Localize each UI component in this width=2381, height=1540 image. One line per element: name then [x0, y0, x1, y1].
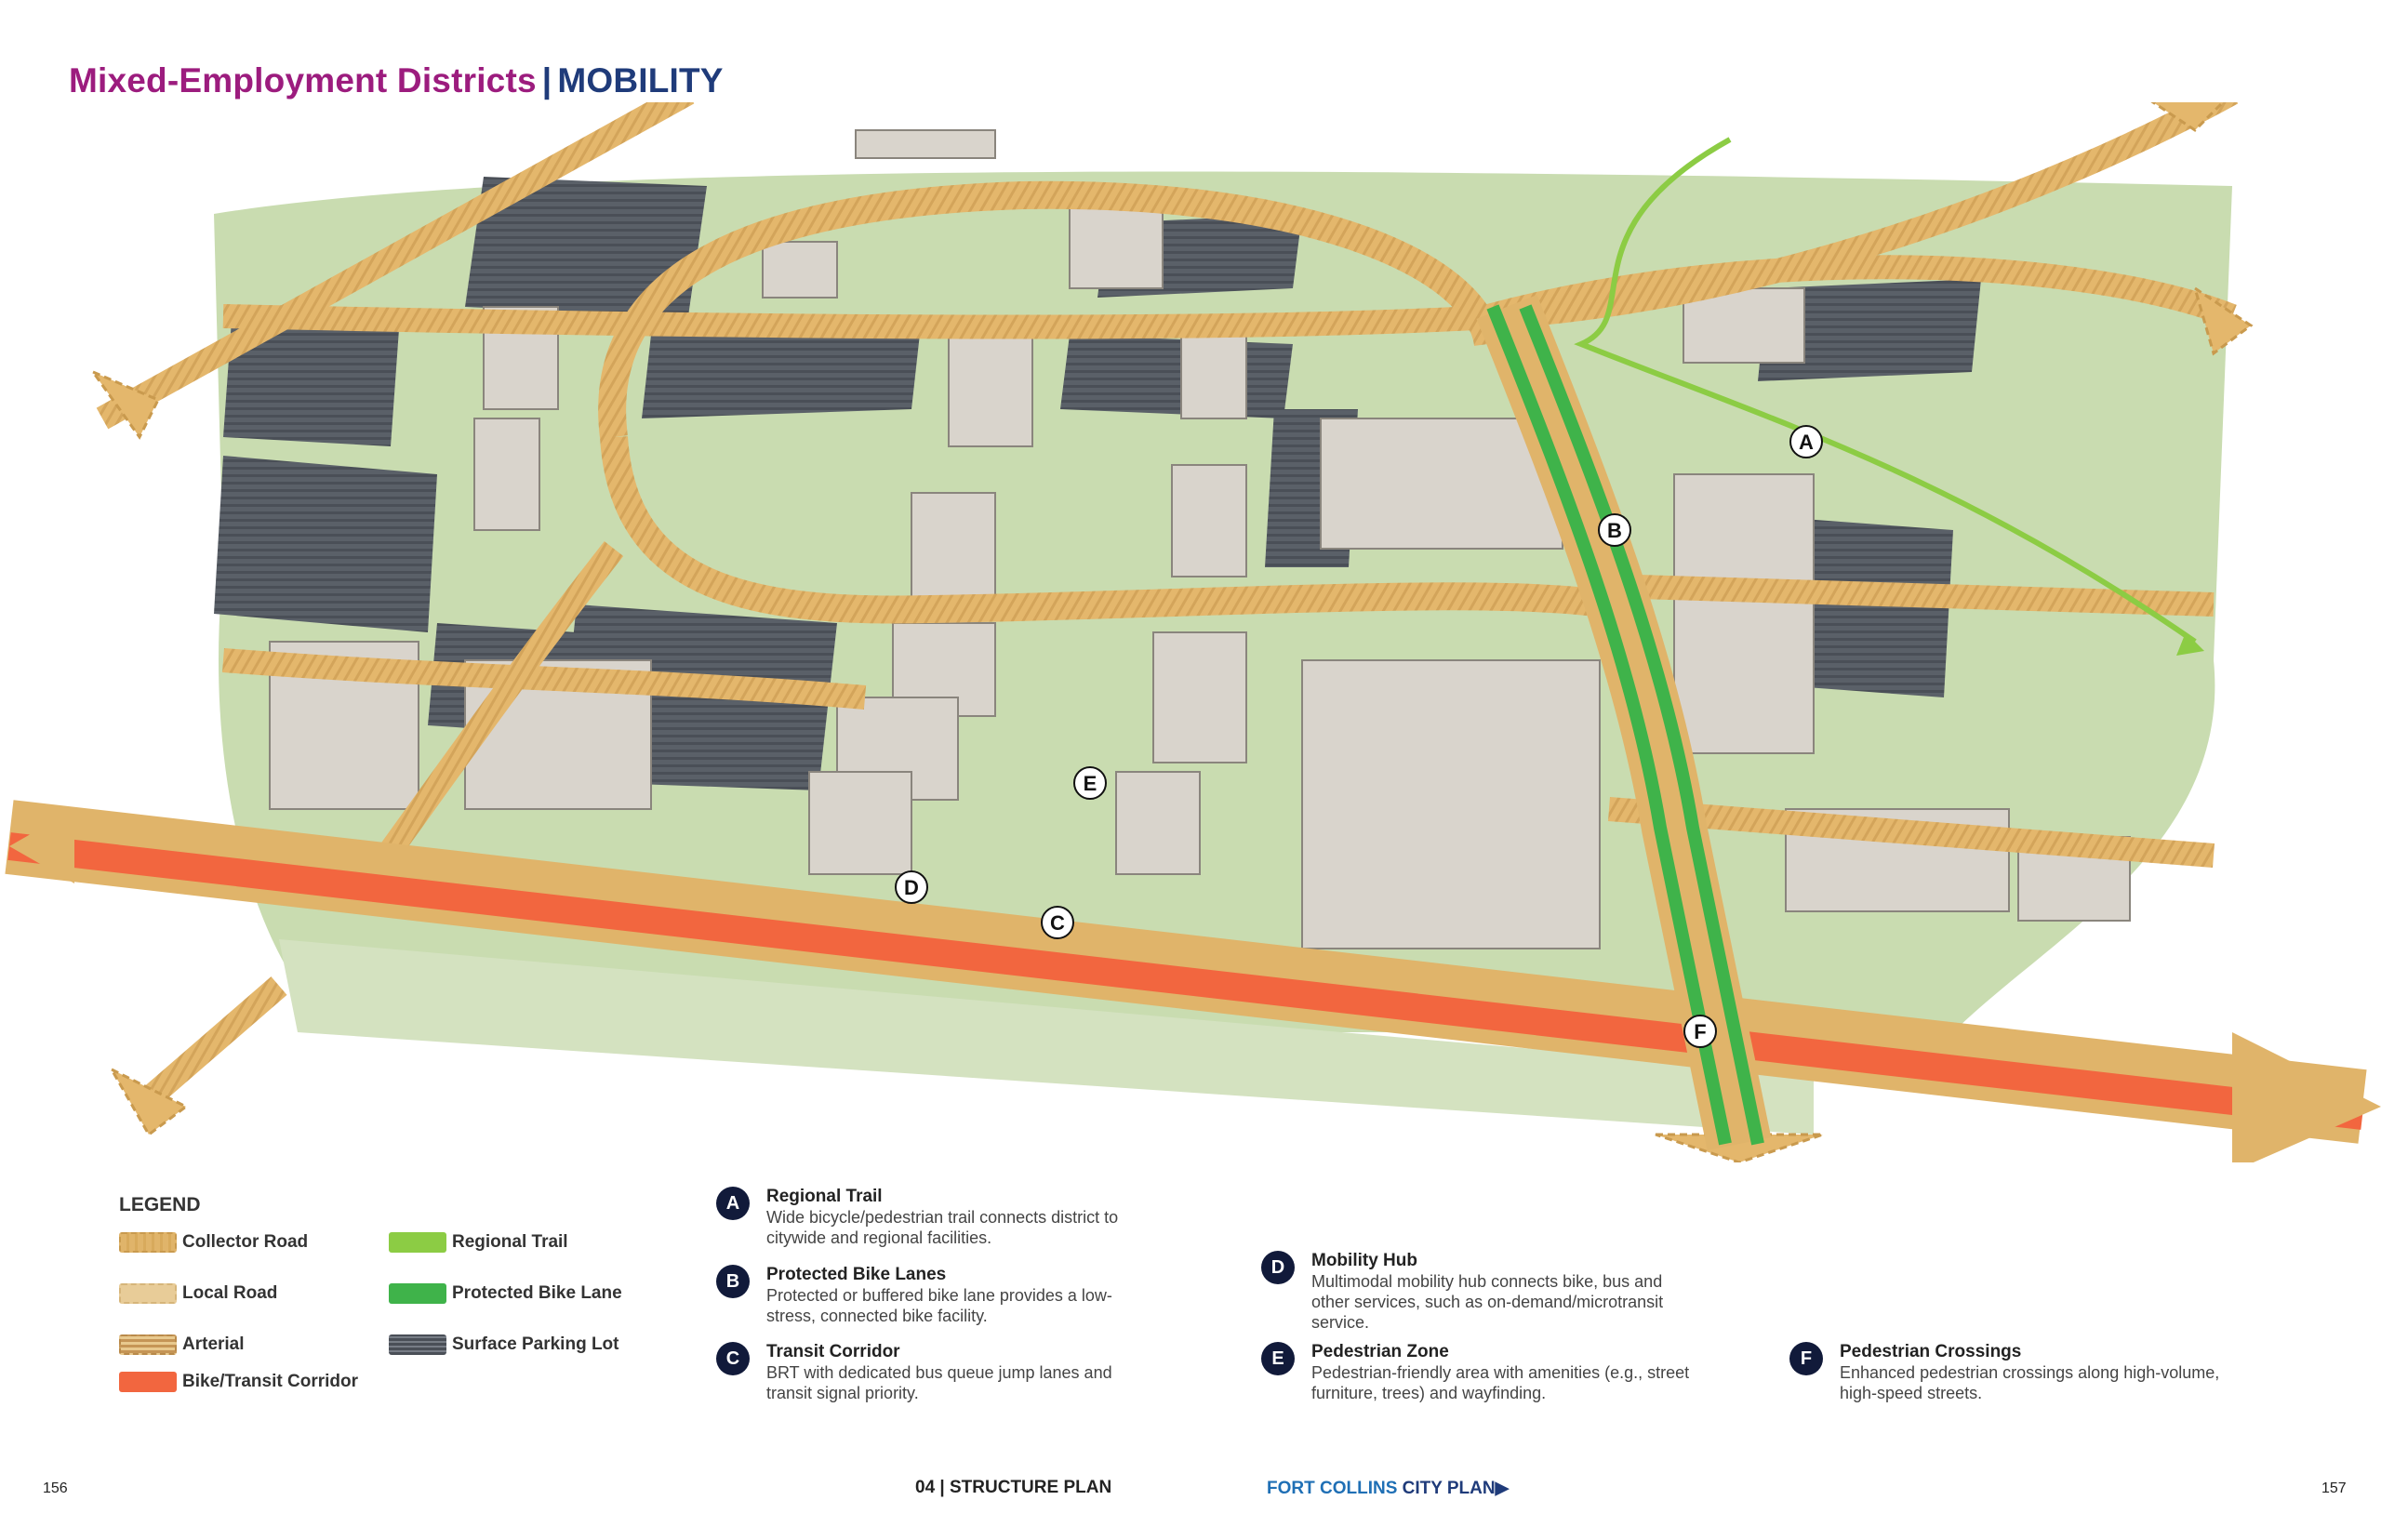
bike-transit-corridor — [7, 832, 2364, 1130]
svg-text:C: C — [1050, 911, 1065, 935]
trail-arrow-end — [2176, 632, 2204, 656]
feature-desc: Wide bicycle/pedestrian trail connects d… — [766, 1208, 1119, 1247]
feature-f: F Pedestrian Crossings Enhanced pedestri… — [1789, 1342, 2236, 1403]
feature-a: A Regional Trail Wide bicycle/pedestrian… — [716, 1187, 1163, 1248]
feature-desc: Pedestrian-friendly area with amenities … — [1311, 1363, 1690, 1402]
feature-desc: BRT with dedicated bus queue jump lanes … — [766, 1363, 1112, 1402]
collector-road-swatch — [119, 1232, 177, 1253]
svg-text:A: A — [1799, 431, 1814, 454]
page-title: Mixed-Employment Districts|MOBILITY — [69, 61, 724, 100]
feature-b: B Protected Bike Lanes Protected or buff… — [716, 1265, 1163, 1326]
feature-title: Mobility Hub — [1311, 1251, 1417, 1270]
badge-e: E — [1261, 1342, 1295, 1375]
marker-c: C — [1041, 906, 1074, 939]
title-separator: | — [541, 61, 552, 100]
marker-a: A — [1789, 425, 1823, 458]
legend-bike-transit: Bike/Transit Corridor — [119, 1372, 358, 1392]
marker-f: F — [1683, 1015, 1717, 1048]
arterial-arrow-left — [9, 809, 74, 883]
legend-label: Collector Road — [182, 1232, 309, 1252]
map-markers: A B C D E F — [895, 425, 1823, 1048]
feature-title: Regional Trail — [766, 1187, 883, 1206]
district-plan-illustration: A B C D E F — [5, 102, 2381, 1162]
legend-label: Surface Parking Lot — [452, 1334, 619, 1354]
title-district: Mixed-Employment Districts — [69, 61, 537, 100]
legend-arterial: Arterial — [119, 1334, 245, 1355]
protected-bike-lane-left — [1486, 304, 1732, 1146]
svg-text:E: E — [1084, 772, 1097, 795]
badge-c: C — [716, 1342, 750, 1375]
feature-d: D Mobility Hub Multimodal mobility hub c… — [1261, 1251, 1708, 1333]
marker-e: E — [1073, 766, 1107, 800]
legend-collector-road: Collector Road — [119, 1232, 308, 1253]
arterial-arrow-right — [2232, 1032, 2381, 1162]
arterial-swatch — [119, 1334, 177, 1355]
legend-label: Protected Bike Lane — [452, 1283, 622, 1303]
road-arrows — [88, 102, 2254, 1162]
legend-label: Local Road — [182, 1283, 278, 1303]
legend-protected-bike-lane: Protected Bike Lane — [389, 1283, 622, 1304]
legend-surface-parking: Surface Parking Lot — [389, 1334, 619, 1355]
page-number-left: 156 — [43, 1480, 68, 1496]
legend-title: LEGEND — [119, 1194, 201, 1215]
feature-c: C Transit Corridor BRT with dedicated bu… — [716, 1342, 1163, 1403]
arrow-icon: ▶ — [1495, 1479, 1510, 1498]
protected-bike-lane-right — [1519, 304, 1764, 1146]
legend-label: Arterial — [182, 1334, 245, 1354]
protected-bike-lane-swatch — [389, 1283, 446, 1304]
badge-a: A — [716, 1187, 750, 1220]
title-mobility: MOBILITY — [557, 61, 724, 100]
bike-transit-swatch — [119, 1372, 177, 1392]
svg-text:F: F — [1694, 1020, 1706, 1043]
feature-desc: Enhanced pedestrian crossings along high… — [1840, 1363, 2220, 1402]
page-number-right: 157 — [2321, 1480, 2347, 1496]
feature-desc: Protected or buffered bike lane provides… — [766, 1286, 1112, 1325]
feature-title: Protected Bike Lanes — [766, 1265, 947, 1284]
badge-d: D — [1261, 1251, 1295, 1284]
regional-trail-swatch — [389, 1232, 446, 1253]
surface-parking-swatch — [389, 1334, 446, 1355]
section-label: 04 | STRUCTURE PLAN — [915, 1478, 1112, 1497]
buildings — [269, 129, 2131, 949]
feature-title: Pedestrian Crossings — [1840, 1342, 2022, 1361]
feature-desc: Multimodal mobility hub connects bike, b… — [1311, 1272, 1664, 1332]
legend-local-road: Local Road — [119, 1283, 277, 1304]
brand-fort-collins: FORT COLLINS — [1267, 1479, 1398, 1498]
marker-d: D — [895, 870, 928, 904]
feature-e: E Pedestrian Zone Pedestrian-friendly ar… — [1261, 1342, 1708, 1403]
brand-link[interactable]: FORT COLLINS CITY PLAN▶ — [1267, 1478, 1509, 1499]
collector-roads — [96, 102, 2239, 1116]
svg-text:B: B — [1607, 519, 1622, 542]
marker-b: B — [1598, 513, 1631, 547]
local-road-swatch — [119, 1283, 177, 1304]
legend-label: Bike/Transit Corridor — [182, 1372, 358, 1391]
badge-f: F — [1789, 1342, 1823, 1375]
regional-trail — [1574, 137, 2197, 644]
badge-b: B — [716, 1265, 750, 1298]
feature-title: Transit Corridor — [766, 1342, 900, 1361]
legend-label: Regional Trail — [452, 1232, 568, 1252]
feature-title: Pedestrian Zone — [1311, 1342, 1449, 1361]
brand-city-plan: CITY PLAN — [1402, 1479, 1496, 1498]
ground-lower — [279, 939, 1814, 1135]
legend-regional-trail: Regional Trail — [389, 1232, 568, 1253]
protected-bike-lane — [1476, 295, 1772, 1151]
svg-text:D: D — [904, 876, 919, 899]
